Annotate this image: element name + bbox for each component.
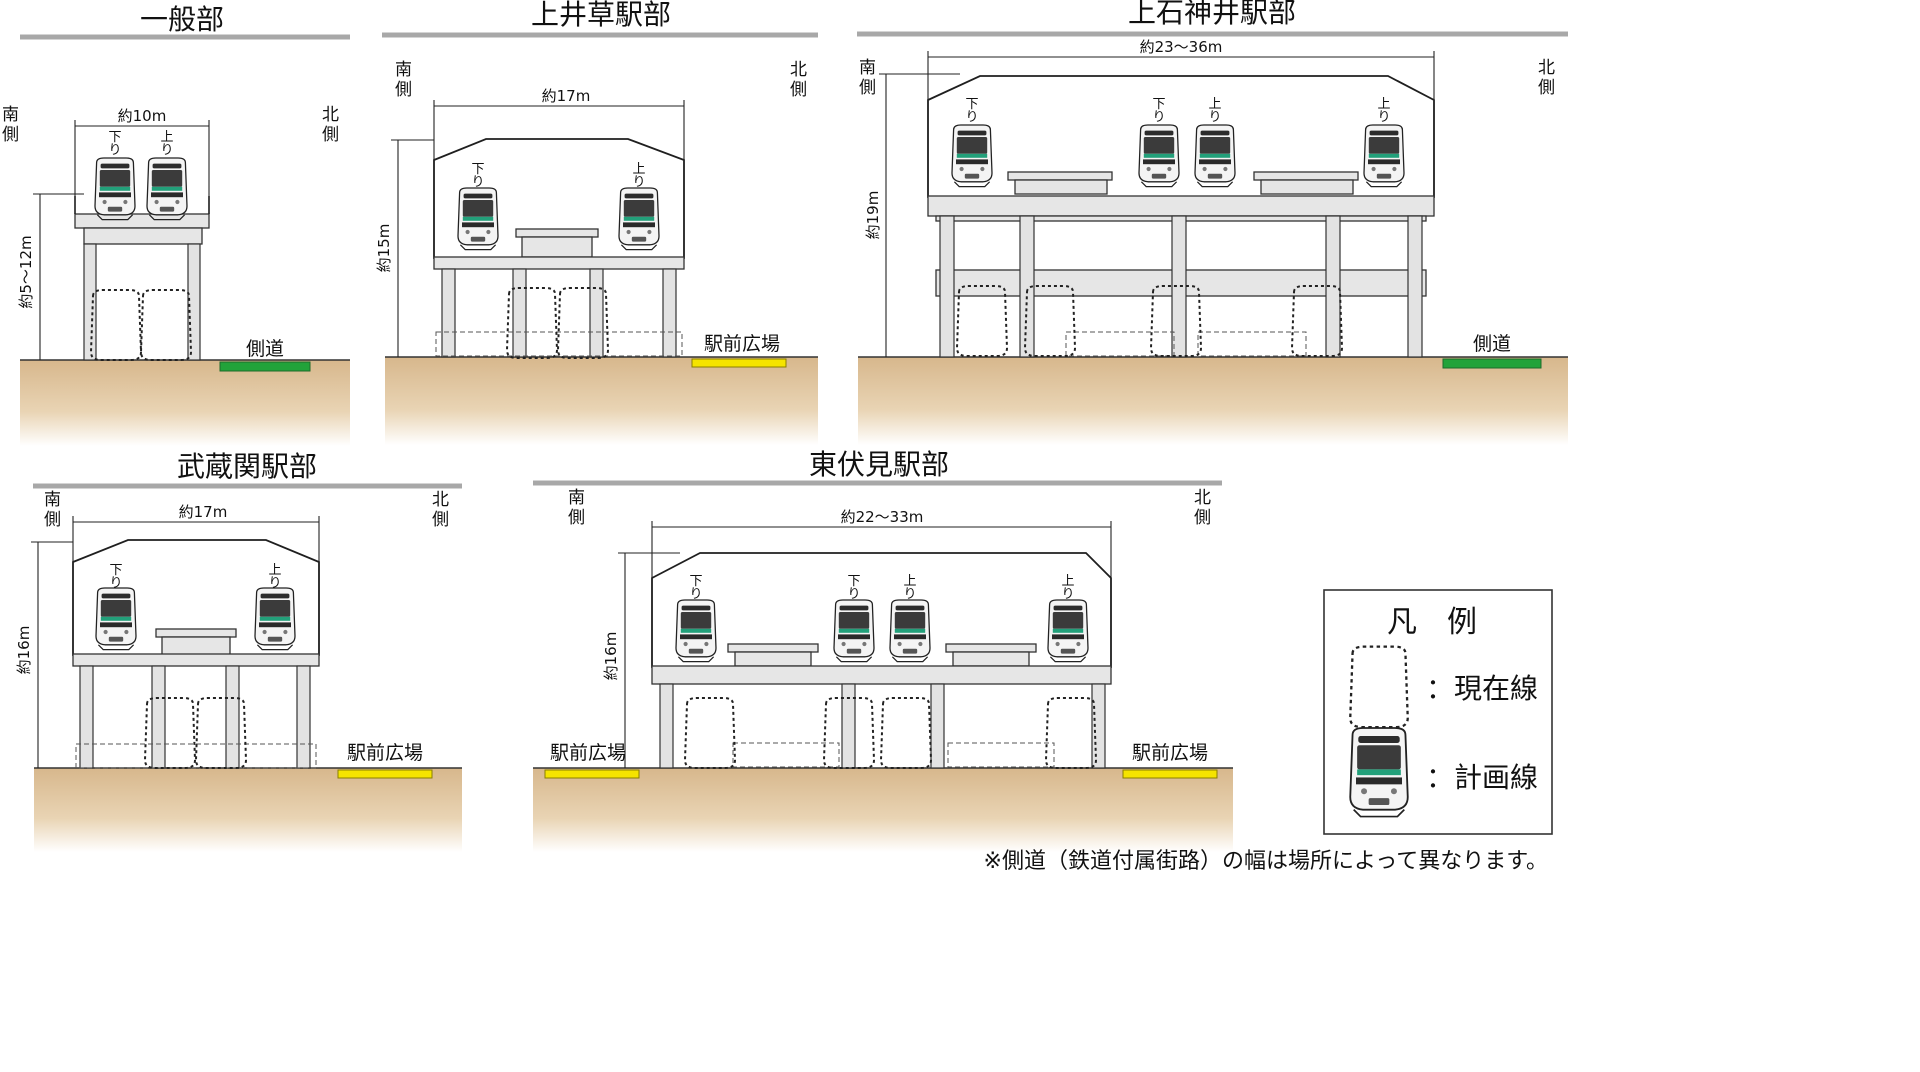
side-road [1442, 358, 1542, 369]
station-plaza [691, 358, 787, 368]
svg-text:南側: 南側 [44, 490, 61, 530]
viaduct-deck [74, 213, 210, 229]
svg-text:上り: 上り [1377, 97, 1390, 125]
svg-text:下り: 下り [689, 574, 702, 602]
train-icon [146, 157, 188, 221]
svg-text:北側: 北側 [432, 490, 449, 530]
width-dimension: 約17m [179, 503, 228, 521]
panel-kamishakujii: 上石神井駅部 南側 北側 約23～36m 約19m [857, 0, 1568, 445]
north-label: 北側 [322, 105, 339, 145]
svg-text:南側: 南側 [568, 488, 585, 528]
legend: 凡 例 ：現在線 ：計画線 [1323, 589, 1553, 835]
height-dimension: 約15m [375, 224, 393, 273]
height-dimension: 約19m [864, 191, 882, 240]
svg-text:下り: 下り [109, 563, 122, 591]
south-label: 南側 [2, 105, 19, 145]
svg-text:上り: 上り [1208, 97, 1221, 125]
ground [34, 768, 462, 852]
panel-kamiigusa: 上井草駅部 南側 北側 約17m 約15m 下り 上り 駅前広場 [375, 0, 818, 445]
panel-title: 上石神井駅部 [1128, 0, 1296, 29]
width-dimension: 約17m [542, 87, 591, 105]
station-plaza [544, 769, 640, 779]
current-line-icon [90, 289, 142, 361]
ground [20, 360, 350, 446]
width-dimension: 約22～33m [841, 508, 924, 526]
height-dimension: 約16m [602, 632, 620, 681]
svg-text:南側: 南側 [859, 58, 876, 98]
panel-ippan: 一般部 南側 北側 約10m 約5～12m 下り 上り 側道 [2, 3, 350, 446]
width-dimension: 約10m [118, 107, 167, 125]
legend-title: 凡 例 [1387, 605, 1477, 640]
height-dimension: 約5～12m [17, 235, 35, 308]
road-label: 側道 [1473, 333, 1511, 355]
svg-text:上り: 上り [1061, 574, 1074, 602]
station-building [651, 552, 1112, 668]
road-label-left: 駅前広場 [550, 742, 626, 764]
ground [858, 357, 1568, 445]
svg-text:下り: 下り [965, 97, 978, 125]
road-label-right: 駅前広場 [1132, 742, 1208, 764]
svg-text:北側: 北側 [790, 60, 807, 100]
svg-text:北側: 北側 [1538, 58, 1555, 98]
footnote: ※側道（鉄道付属街路）の幅は場所によって異なります。 [984, 849, 1548, 874]
legend-current-line: ：現在線 [1426, 672, 1538, 705]
train-front-icon [1349, 727, 1409, 818]
road-label: 駅前広場 [347, 742, 423, 764]
legend-planned-line: ：計画線 [1426, 761, 1538, 794]
station-plaza [1122, 769, 1218, 779]
train-icon [94, 157, 136, 221]
up-label: 上り [160, 130, 173, 158]
svg-text:下り: 下り [1152, 97, 1165, 125]
side-road [219, 361, 311, 372]
panel-title: 一般部 [140, 3, 224, 36]
panel-musashiseki: 武蔵関駅部 南側 北側 約17m 約16m 下り 上り 駅前広場 [15, 450, 462, 852]
svg-text:上り: 上り [903, 574, 916, 602]
current-line-icon [140, 289, 192, 361]
panel-higashifushimi: 東伏見駅部 南側 北側 約22～33m 約16m 下り 下り 上 [533, 448, 1233, 852]
station-plaza [337, 769, 433, 779]
height-dimension: 約16m [15, 626, 33, 675]
svg-text:下り: 下り [471, 162, 484, 190]
down-label: 下り [108, 130, 121, 158]
width-dimension: 約23～36m [1140, 38, 1223, 56]
road-label: 側道 [246, 338, 284, 360]
road-label: 駅前広場 [704, 333, 780, 355]
svg-text:南側: 南側 [395, 60, 412, 100]
panel-title: 上井草駅部 [531, 0, 671, 31]
svg-text:下り: 下り [847, 574, 860, 602]
svg-text:北側: 北側 [1194, 488, 1211, 528]
svg-text:上り: 上り [632, 162, 645, 190]
panel-title: 武蔵関駅部 [177, 450, 317, 483]
ground [385, 357, 818, 445]
ground [533, 768, 1233, 852]
svg-text:上り: 上り [268, 563, 281, 591]
panel-title: 東伏見駅部 [809, 448, 949, 481]
